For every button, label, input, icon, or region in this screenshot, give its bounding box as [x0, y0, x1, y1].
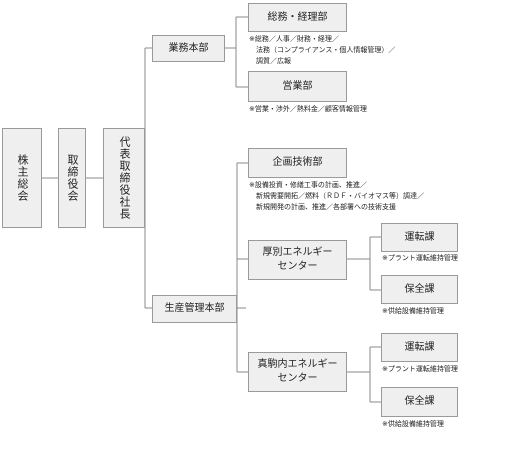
atsubetsu-operations-box: 運転課 — [381, 223, 458, 252]
business-hq-label: 業務本部 — [168, 42, 209, 54]
sales-note: ※営業・渉外／熱料金／顧客情報管理 — [249, 105, 367, 113]
makomanai-maintenance-box: 保全課 — [381, 387, 458, 417]
atsubetsu-energy-center-box: 厚別エネルギー センター — [248, 240, 347, 280]
makomanai-maintenance-label: 保全課 — [404, 396, 435, 407]
business-hq-box: 業務本部 — [152, 35, 225, 62]
atsubetsu-operations-note: ※プラント運転維持管理 — [382, 254, 458, 262]
makomanai-energy-center-box: 真駒内エネルギー センター — [248, 352, 347, 392]
general-affairs-dept-label: 総務・経理部 — [267, 11, 328, 23]
sales-dept-box: 営業部 — [248, 71, 347, 102]
president-box: 代表取締役社長 — [103, 128, 145, 228]
production-hq-box: 生産管理本部 — [152, 295, 237, 323]
makomanai-operations-label: 運転課 — [404, 341, 435, 353]
shareholders-meeting-label: 株主総会 — [16, 154, 29, 202]
makomanai-operations-box: 運転課 — [381, 333, 458, 362]
general-affairs-dept-box: 総務・経理部 — [248, 3, 347, 32]
sales-dept-label: 営業部 — [282, 80, 313, 92]
planning-tech-dept-box: 企画技術部 — [248, 148, 347, 178]
makomanai-energy-center-label: 真駒内エネルギー センター — [257, 359, 338, 384]
atsubetsu-maintenance-label: 保全課 — [404, 283, 435, 295]
general-affairs-note: ※総務／人事／財務・経理／ 法務（コンプライアンス・個人情報管理）／ 調質／広報 — [249, 35, 396, 65]
board-of-directors-box: 取締役会 — [58, 128, 86, 228]
board-of-directors-label: 取締役会 — [66, 154, 79, 202]
shareholders-meeting-box: 株主総会 — [2, 128, 42, 228]
atsubetsu-operations-label: 運転課 — [404, 231, 435, 243]
atsubetsu-energy-center-label: 厚別エネルギー センター — [262, 247, 333, 272]
planning-tech-note: ※設備投資・修繕工事の計画、推進／ 新規需要開拓／燃料（ＲＤＦ・バイオマス等）調… — [249, 181, 424, 211]
makomanai-operations-note: ※プラント運転維持管理 — [382, 365, 458, 373]
atsubetsu-maintenance-box: 保全課 — [381, 275, 458, 304]
president-label: 代表取締役社長 — [118, 136, 131, 220]
planning-tech-dept-label: 企画技術部 — [272, 157, 323, 168]
makomanai-maintenance-note: ※供給設備維持管理 — [382, 420, 444, 428]
atsubetsu-maintenance-note: ※供給設備維持管理 — [382, 307, 444, 315]
production-hq-label: 生産管理本部 — [164, 303, 225, 314]
